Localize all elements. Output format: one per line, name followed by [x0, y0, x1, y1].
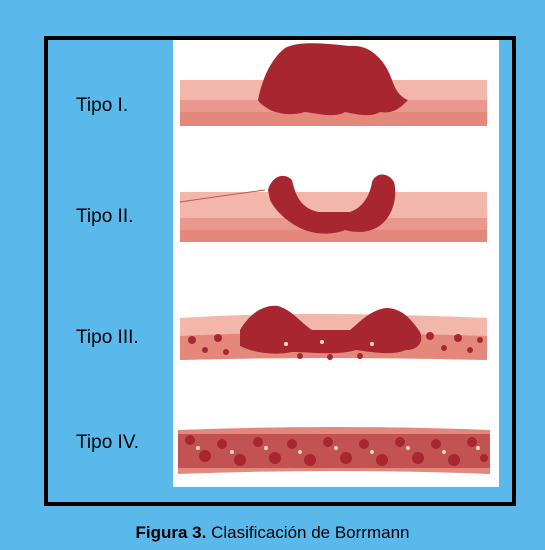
type-4-illustration [178, 427, 490, 474]
type-1-label: Tipo I. [76, 95, 128, 117]
type-2-illustration [180, 175, 487, 243]
caption-number: Figura 3. [135, 523, 206, 542]
type-3-illustration [180, 306, 487, 360]
figure-caption: Figura 3. Clasificación de Borrmann [0, 523, 545, 543]
type-1-illustration [180, 43, 487, 126]
type-4-label: Tipo IV. [76, 432, 139, 454]
type-2-label: Tipo II. [76, 206, 133, 228]
type-3-label: Tipo III. [76, 327, 139, 349]
caption-text: Clasificación de Borrmann [206, 523, 409, 542]
